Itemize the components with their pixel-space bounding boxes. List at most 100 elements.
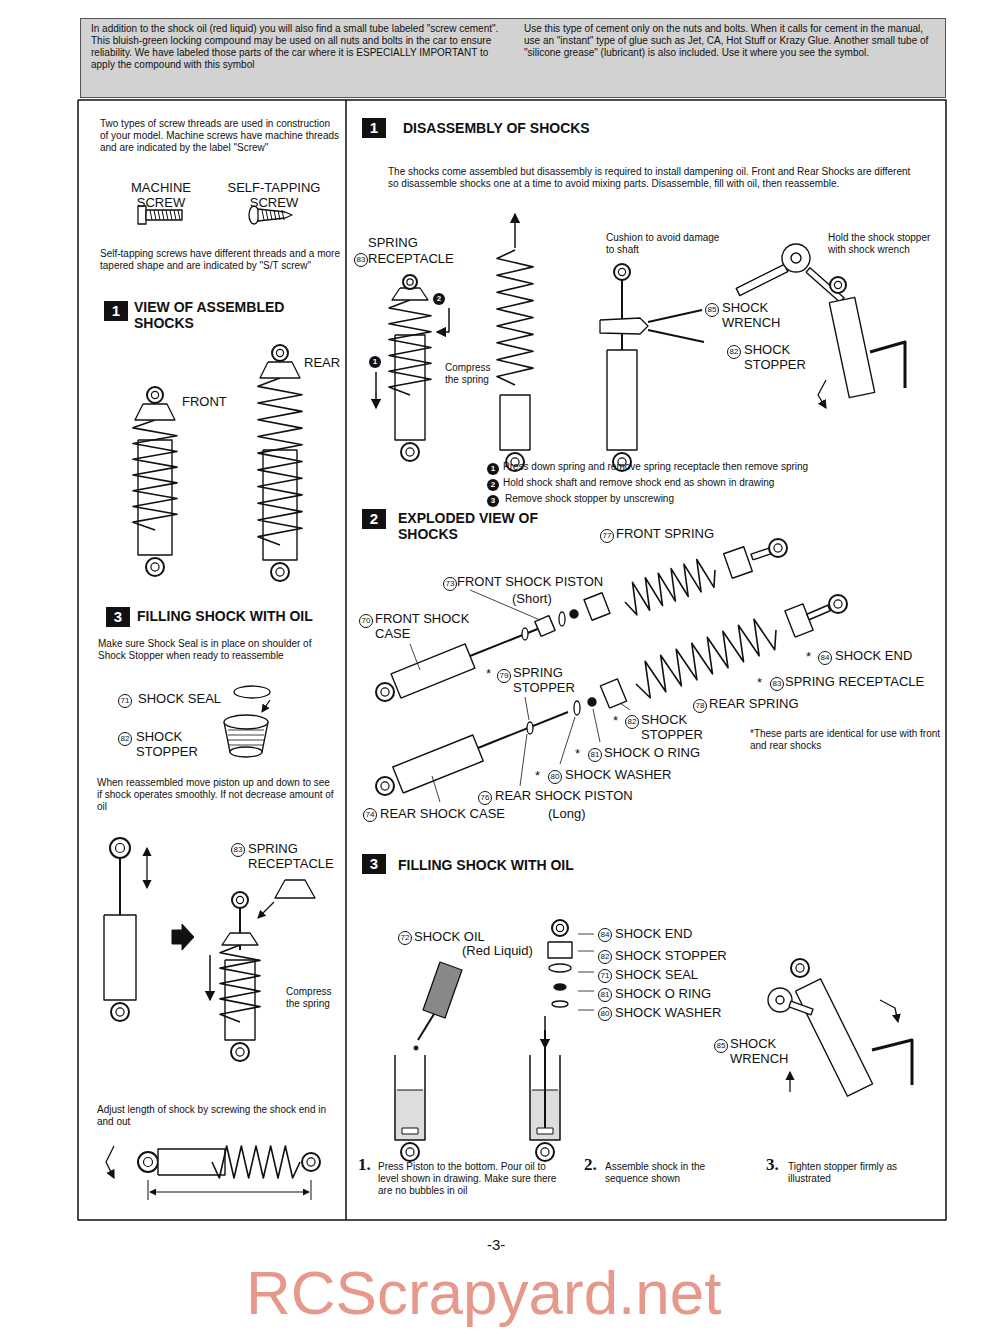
cylinder [393,735,483,793]
part-name: SHOCK STOPPER [136,729,216,759]
part-name: RECEPTACLE [368,251,454,266]
part-circle [144,1158,153,1167]
note-text: Adjust length of shock by screwing the s… [97,1104,337,1128]
part-name: (Long) [548,806,586,821]
part-ellipse [527,722,533,734]
part-name: * [486,666,491,681]
part-circle [406,1148,414,1156]
curved-arrow [880,1000,898,1022]
spring [497,250,533,385]
callout-number: 83 [231,843,245,857]
part-circle [116,844,125,853]
cylinder [751,548,771,560]
thread [228,745,264,746]
part-circle [588,698,596,706]
note-text: Self-tapping screws have different threa… [100,248,340,272]
curved-arrow [818,380,826,408]
step-number: 2. [584,1155,597,1175]
arrow [514,214,516,248]
part-circle [556,924,563,931]
part-circle [381,688,389,696]
arrow [375,372,377,408]
leader-line [520,734,527,786]
cylinder [829,297,874,397]
part-ellipse [234,686,270,698]
cylinder [724,547,753,579]
step-number: 2 [487,479,499,491]
thread [154,210,156,220]
oil-line [397,1090,423,1091]
thread [278,210,280,220]
piston [402,1128,418,1134]
note-text: Cushion to avoid damage to shaft [606,232,721,256]
part-name: FRONT SHOCK PISTON [457,574,603,589]
cylinder [146,210,182,220]
part-circle [381,782,389,790]
arrow [437,308,449,332]
part-circle [796,964,804,972]
big-arrow [172,924,194,950]
callout-number: 82 [118,732,132,746]
arrow [209,955,211,1000]
part-circle [768,988,792,1012]
hex-key [872,1040,912,1085]
part-circle [271,563,289,581]
part-circle [151,391,158,398]
leader-line [578,991,594,992]
callout-number: 82 [727,345,741,359]
part-circle [407,279,413,285]
note-text: Two types of screw threads are used in c… [100,118,340,154]
hex-key [870,342,905,388]
cylinder [600,679,626,708]
step-number: 1 [369,356,381,368]
section-heading: VIEW OF ASSEMBLED SHOCKS [134,299,324,331]
callout-number: 84 [818,651,832,665]
section-number: 3 [362,854,386,874]
cylinder [158,1149,225,1175]
callout-number: 78 [693,699,707,713]
part-name: FRONT [182,394,227,409]
step-number: 3 [487,495,499,507]
part-circle [834,281,841,288]
watermark: RCScrapyard.net [246,1258,722,1328]
part-circle [111,1003,129,1021]
spring [258,378,302,545]
thread [150,210,152,220]
step-number: 1 [487,463,499,475]
part-ellipse [554,984,566,990]
part-name: SHOCK STOPPER [641,712,716,742]
receptacle [275,880,315,898]
cylinder [584,593,610,621]
arrow [258,902,274,918]
note-text: *These parts are identical for use with … [750,728,945,752]
part-circle [147,387,163,403]
section-heading: FILLING SHOCK WITH OIL [398,857,574,873]
callout-number: 72 [398,931,412,945]
leader-line [578,934,594,935]
part-circle [401,1143,419,1161]
cylinder [607,350,637,450]
part-circle [769,539,787,557]
part-name: SHOCK WRENCH [730,1036,805,1066]
part-name: FRONT SPRING [616,526,714,541]
thread [162,210,164,220]
part-ellipse [574,701,580,715]
part-circle [774,544,782,552]
part-name: REAR SPRING [709,696,799,711]
part-circle [236,896,243,903]
leader-line [525,697,529,720]
part-circle [830,277,846,293]
cylinder [736,264,788,295]
part-circle [782,244,810,272]
part-name: (Short) [512,591,552,606]
part-name: SELF-TAPPING SCREW [216,180,332,210]
part-name: REAR SHOCK CASE [380,806,505,821]
thread [270,210,272,220]
part-ellipse [522,628,528,640]
receptacle [222,933,258,945]
callout-number: 76 [478,791,492,805]
part-name: REAR SHOCK PISTON [495,788,633,803]
part-circle [406,448,414,456]
callout-number: 70 [359,614,373,628]
leader-line [578,1010,594,1011]
